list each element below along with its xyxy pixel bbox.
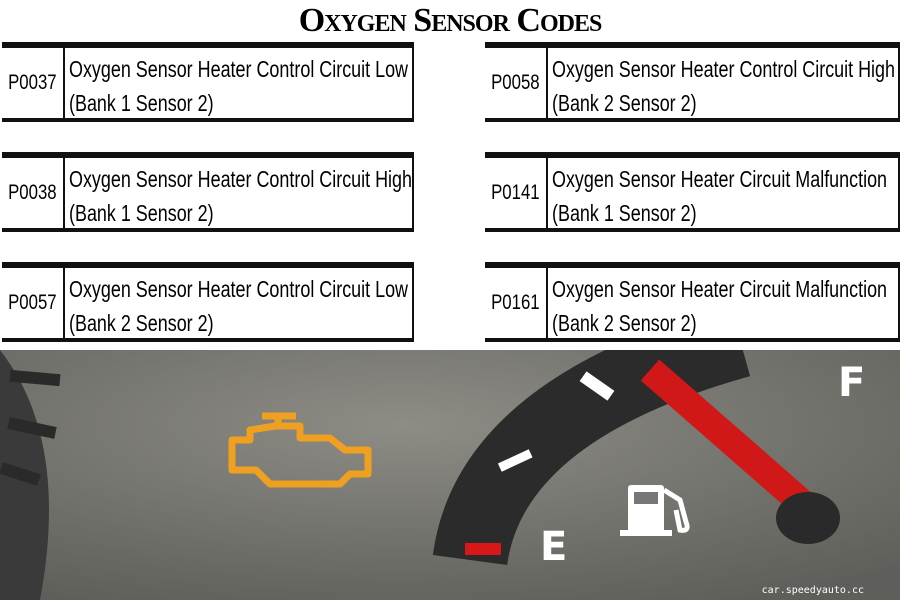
- gauge-tick: [579, 371, 615, 401]
- description-line: Oxygen Sensor Heater Control Circuit Hig…: [551, 56, 895, 82]
- dashboard-drawing: [0, 303, 900, 600]
- code-cell: P0038: [2, 158, 65, 228]
- code-card: P0057 Oxygen Sensor Heater Control Circui…: [2, 262, 414, 342]
- bank-sensor-line: (Bank 2 Sensor 2): [551, 310, 697, 336]
- gauge-tick: [497, 449, 533, 472]
- fuel-gauge-arc: [432, 303, 751, 567]
- description-cell: Oxygen Sensor Heater Control Circuit Low…: [65, 268, 504, 338]
- description-line: Oxygen Sensor Heater Control Circuit Low: [68, 56, 408, 82]
- bank-sensor-line: (Bank 1 Sensor 2): [551, 200, 697, 226]
- code-value: P0058: [491, 71, 540, 94]
- fuel-needle: [640, 359, 820, 521]
- code-value: P0038: [8, 181, 57, 204]
- code-cell: P0141: [485, 158, 548, 228]
- code-card: P0037 Oxygen Sensor Heater Control Circui…: [2, 42, 414, 122]
- code-cell: P0058: [485, 48, 548, 118]
- description-line: Oxygen Sensor Heater Control Circuit Low: [68, 276, 408, 302]
- empty-tick: [465, 543, 501, 555]
- bank-sensor-line: (Bank 2 Sensor 2): [551, 90, 697, 116]
- code-card: P0141 Oxygen Sensor Heater Circuit Malfun…: [485, 152, 900, 232]
- code-value: P0141: [491, 181, 540, 204]
- code-value: P0037: [8, 71, 57, 94]
- dashboard-image: E F car.speedyauto.cc: [0, 303, 900, 600]
- description-line: Oxygen Sensor Heater Control Circuit Hig…: [68, 166, 412, 192]
- check-engine-icon: [228, 412, 372, 488]
- speedometer-ticks: [0, 369, 61, 486]
- bank-sensor-line: (Bank 1 Sensor 2): [68, 200, 214, 226]
- full-label: F: [838, 360, 866, 406]
- description-cell: Oxygen Sensor Heater Control Circuit Hig…: [65, 158, 509, 228]
- fuel-pump-icon: [620, 485, 690, 536]
- code-cell: P0057: [2, 268, 65, 338]
- needle-hub: [776, 492, 840, 544]
- code-value: P0161: [491, 291, 540, 314]
- empty-label: E: [540, 524, 568, 570]
- code-card: P0058 Oxygen Sensor Heater Control Circui…: [485, 42, 900, 122]
- code-cell: P0037: [2, 48, 65, 118]
- bank-sensor-line: (Bank 1 Sensor 2): [68, 90, 214, 116]
- description-line: Oxygen Sensor Heater Circuit Malfunction: [551, 276, 887, 302]
- code-cell: P0161: [485, 268, 548, 338]
- description-cell: Oxygen Sensor Heater Circuit Malfunction…: [548, 268, 900, 338]
- code-card: P0161 Oxygen Sensor Heater Circuit Malfun…: [485, 262, 900, 342]
- description-cell: Oxygen Sensor Heater Circuit Malfunction…: [548, 158, 900, 228]
- description-cell: Oxygen Sensor Heater Control Circuit Hig…: [548, 48, 900, 118]
- code-value: P0057: [8, 291, 57, 314]
- code-card: P0038 Oxygen Sensor Heater Control Circui…: [2, 152, 414, 232]
- bank-sensor-line: (Bank 2 Sensor 2): [68, 310, 214, 336]
- description-line: Oxygen Sensor Heater Circuit Malfunction: [551, 166, 887, 192]
- description-cell: Oxygen Sensor Heater Control Circuit Low…: [65, 48, 504, 118]
- page-title: Oxygen Sensor Codes: [298, 2, 603, 39]
- watermark: car.speedyauto.cc: [761, 585, 864, 596]
